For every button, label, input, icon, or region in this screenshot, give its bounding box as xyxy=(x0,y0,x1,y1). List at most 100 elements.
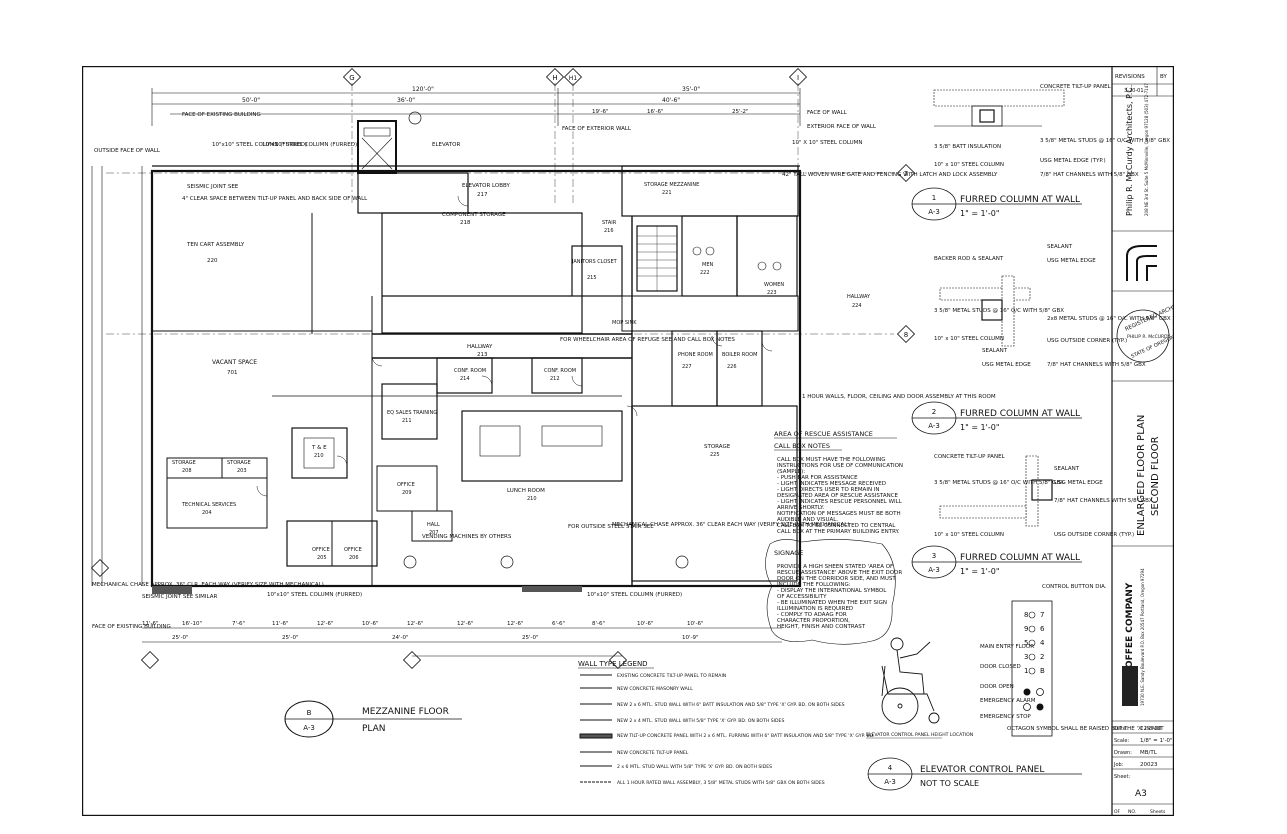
svg-text:USG METAL EDGE: USG METAL EDGE xyxy=(982,362,1031,368)
svg-text:10'-6": 10'-6" xyxy=(637,621,654,627)
room-women-no: 223 xyxy=(767,290,777,296)
room-component-storage: COMPONENT STORAGE xyxy=(442,212,506,218)
room-phone-no: 227 xyxy=(682,364,692,370)
svg-text:8: 8 xyxy=(904,331,908,339)
dim-left: 50'-0" xyxy=(242,97,260,104)
svg-text:10" x 10" STEEL COLUMN: 10" x 10" STEEL COLUMN xyxy=(934,532,1004,538)
svg-text:A-3: A-3 xyxy=(928,566,940,574)
elevator-panel-plate xyxy=(1011,600,1053,737)
room-office-1: OFFICE xyxy=(397,482,415,488)
dim-mid: 40'-6" xyxy=(662,97,680,104)
revisions-label: REVISIONS xyxy=(1115,74,1145,80)
svg-text:CONCRETE TILT-UP PANEL: CONCRETE TILT-UP PANEL xyxy=(934,454,1006,460)
room-men-no: 222 xyxy=(700,270,710,276)
svg-text:1: 1 xyxy=(1024,667,1028,675)
grid-bubble-h1: H1 xyxy=(563,67,583,87)
room-vacant: VACANT SPACE xyxy=(212,359,257,366)
room-elevator-lobby: ELEVATOR LOBBY xyxy=(462,183,510,189)
svg-text:25'-0": 25'-0" xyxy=(522,635,539,641)
grid-bubble-g: G xyxy=(342,67,362,87)
svg-text:AUDIBLE AND VISUAL.: AUDIBLE AND VISUAL. xyxy=(777,517,838,523)
svg-text:1" = 1'-0": 1" = 1'-0" xyxy=(960,209,1000,218)
svg-text:- COMPLY TO ADAAG FOR: - COMPLY TO ADAAG FOR xyxy=(777,612,847,618)
rescue-title: AREA OF RESCUE ASSISTANCE xyxy=(774,430,873,438)
svg-text:- DISPLAY THE INTERNATIONAL SY: - DISPLAY THE INTERNATIONAL SYMBOL xyxy=(777,588,887,594)
svg-text:BACKER ROD & SEALANT: BACKER ROD & SEALANT xyxy=(934,256,1004,262)
room-storage-mezz-no: 221 xyxy=(662,190,672,196)
svg-text:NEW 2 x 6 MTL. STUD WALL WITH: NEW 2 x 6 MTL. STUD WALL WITH 6" BATT IN… xyxy=(617,702,845,708)
svg-text:EXISTING CONCRETE TILT-UP PANE: EXISTING CONCRETE TILT-UP PANEL TO REMAI… xyxy=(617,673,726,679)
svg-text:A-3: A-3 xyxy=(928,208,940,216)
room-boiler: BOILER ROOM xyxy=(722,352,757,358)
svg-text:3 5/8" METAL STUDS @ 16" O/C W: 3 5/8" METAL STUDS @ 16" O/C WITH 5/8" G… xyxy=(1040,138,1170,144)
detail-2: SEALANT BACKER ROD & SEALANT USG METAL E… xyxy=(911,244,1171,435)
room-eq-sales-no: 211 xyxy=(402,418,412,424)
room-hallway-r-no: 224 xyxy=(852,303,862,309)
room-office-2: OFFICE xyxy=(312,547,330,553)
svg-text:1" = 1'-0": 1" = 1'-0" xyxy=(960,423,1000,432)
grid-bubble-bottom-1 xyxy=(140,650,160,670)
room-hall-207-no: 207 xyxy=(429,530,439,536)
svg-text:3-20-01: 3-20-01 xyxy=(1124,88,1144,94)
detail-4: ELEVATOR CONTROL PANEL HEIGHT LOCATION 8… xyxy=(866,584,1164,791)
svg-text:12'-6": 12'-6" xyxy=(407,621,424,627)
svg-text:CHARACTER PROPORTION,: CHARACTER PROPORTION, xyxy=(777,618,850,624)
svg-text:208 NE 3rd St. Suite 5 McMin: 208 NE 3rd St. Suite 5 McMinnville, Oreg… xyxy=(1144,83,1149,216)
grid-bubble-8: 8 xyxy=(896,324,916,344)
svg-text:B: B xyxy=(307,709,312,717)
sheet-title-1: ENLARGED FLOOR PLAN xyxy=(1136,415,1147,536)
top-dimensions xyxy=(151,88,801,126)
bottom-dim-labels: 11'-6" 16'-10" 7'-6" 11'-6" 12'-6" 10'-6… xyxy=(142,621,704,641)
note-exterior-face: EXTERIOR FACE OF WALL xyxy=(807,124,877,130)
svg-text:CALL BOX AT THE PRIMARY BUILDI: CALL BOX AT THE PRIMARY BUILDING ENTRY. xyxy=(777,529,900,535)
svg-text:CONTROL BUTTON DIA.: CONTROL BUTTON DIA. xyxy=(1042,584,1107,590)
svg-text:5: 5 xyxy=(1024,639,1028,647)
svg-text:- LIGHT INDICATES RESCUE PERSO: - LIGHT INDICATES RESCUE PERSONNEL WILL xyxy=(777,499,903,505)
grid-bubble-i: I xyxy=(788,67,808,87)
room-elevator: ELEVATOR xyxy=(432,142,460,148)
svg-text:6: 6 xyxy=(1040,625,1045,633)
svg-text:PROVIDE A HIGH SHEEN STATED 'A: PROVIDE A HIGH SHEEN STATED 'AREA OF xyxy=(777,564,893,570)
svg-text:NEW TILT-UP CONCRETE PANEL WIT: NEW TILT-UP CONCRETE PANEL WITH 2 x 6 MT… xyxy=(617,733,875,739)
room-office-1-no: 209 xyxy=(402,490,412,496)
architectural-drawing: 120'-0" 50'-0" 36'-0" 35'-0" 40'-6" 19'-… xyxy=(82,66,1174,816)
svg-text:DOOR OPEN: DOOR OPEN xyxy=(980,684,1014,690)
elevator-buttons: 8 9 5 3 1 2 B 4 6 7 xyxy=(1023,611,1045,711)
room-component-storage-no: 218 xyxy=(460,220,471,226)
svg-text:I: I xyxy=(797,74,799,82)
svg-text:19730 N.E. Sandy Boulevard P: 19730 N.E. Sandy Boulevard P.O. Box 2054… xyxy=(1140,568,1145,706)
grid-bubble-left-bottom xyxy=(90,558,110,578)
plan-title: MEZZANINE FLOOR xyxy=(362,707,449,717)
sheet-number: A3 xyxy=(1135,789,1147,799)
room-stair: STAIR xyxy=(602,220,617,226)
svg-text:10'-6": 10'-6" xyxy=(687,621,704,627)
note-mech-chase-l: MECHANICAL CHASE APPROX. 36" CLR. EACH W… xyxy=(92,582,324,588)
room-boiler-no: 226 xyxy=(727,364,737,370)
svg-text:7/8" HAT CHANNELS WITH 5/8" GB: 7/8" HAT CHANNELS WITH 5/8" GBX xyxy=(1054,498,1153,504)
dim-right-b: 16'-6" xyxy=(647,109,664,115)
svg-text:OF ACCESSIBILITY: OF ACCESSIBILITY xyxy=(777,594,827,600)
signage-title: SIGNAGE xyxy=(774,549,803,557)
svg-text:HEIGHT, FINISH AND CONTRAST: HEIGHT, FINISH AND CONTRAST xyxy=(777,624,866,630)
note-steel-col-r: 10" X 10" STEEL COLUMN xyxy=(792,140,863,146)
svg-text:- BE ILLUMINATED WHEN THE EXIT: - BE ILLUMINATED WHEN THE EXIT SIGN xyxy=(777,600,887,606)
svg-text:7'-6": 7'-6" xyxy=(232,621,245,627)
svg-text:25'-0": 25'-0" xyxy=(282,635,299,641)
svg-text:Date:: Date: xyxy=(1114,726,1128,732)
svg-text:A-3: A-3 xyxy=(928,422,940,430)
svg-text:RESCUE ASSISTANCE' ABOVE THE E: RESCUE ASSISTANCE' ABOVE THE EXIT DOOR xyxy=(777,570,902,576)
detail-1: CONCRETE TILT-UP PANEL 3 5/8" BATT INSUL… xyxy=(911,84,1170,221)
svg-text:USG METAL EDGE (TYP.): USG METAL EDGE (TYP.) xyxy=(1040,158,1106,164)
dim-right-a: 19'-6" xyxy=(592,109,609,115)
svg-text:12'-6": 12'-6" xyxy=(457,621,474,627)
svg-text:Scale:: Scale: xyxy=(1114,738,1129,744)
svg-text:11'-6": 11'-6" xyxy=(272,621,289,627)
dim-right-c: 25'-2" xyxy=(732,109,749,115)
svg-text:CALL BOX TO BE CONNECTED TO CE: CALL BOX TO BE CONNECTED TO CENTRAL xyxy=(777,523,896,529)
room-te-no: 210 xyxy=(314,453,324,459)
note-steel-col-4: 10"x10" STEEL COLUMN (FURRED) xyxy=(587,592,682,598)
svg-text:Drawn:: Drawn: xyxy=(1114,750,1132,756)
svg-text:A-3: A-3 xyxy=(884,778,896,786)
svg-text:11'-6": 11'-6" xyxy=(142,621,159,627)
room-women: WOMEN xyxy=(764,282,784,288)
